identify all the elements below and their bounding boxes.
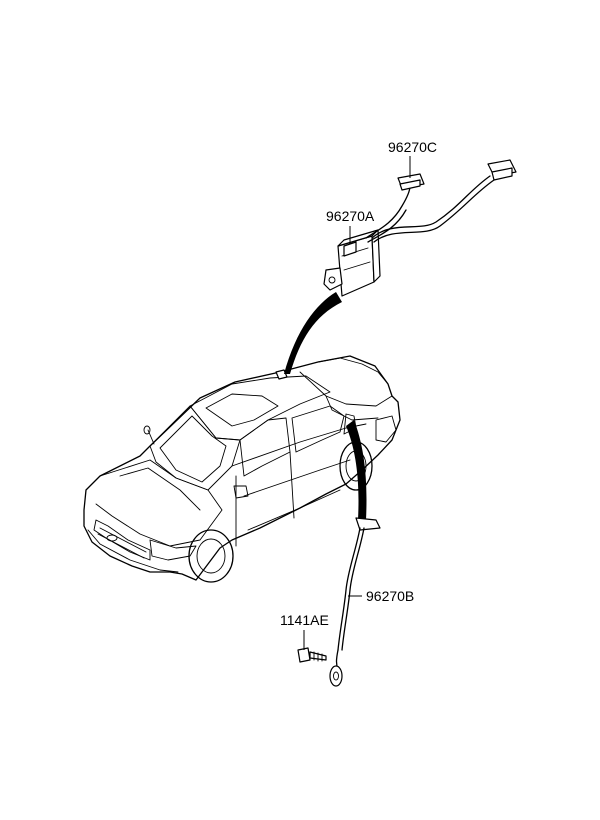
wiring-harness <box>365 175 495 243</box>
label-96270b: 96270B <box>366 588 414 604</box>
lower-callout-arrow <box>346 420 367 520</box>
bolt <box>297 647 327 663</box>
connector-far <box>487 159 517 181</box>
module-unit <box>323 229 381 297</box>
label-96270a: 96270A <box>326 208 375 224</box>
connector-c <box>397 173 425 191</box>
antenna-cable <box>329 517 381 687</box>
car-illustration <box>83 355 401 583</box>
label-96270c: 96270C <box>388 139 437 155</box>
label-1141ae: 1141AE <box>280 612 329 628</box>
upper-callout-arrow <box>284 292 342 374</box>
